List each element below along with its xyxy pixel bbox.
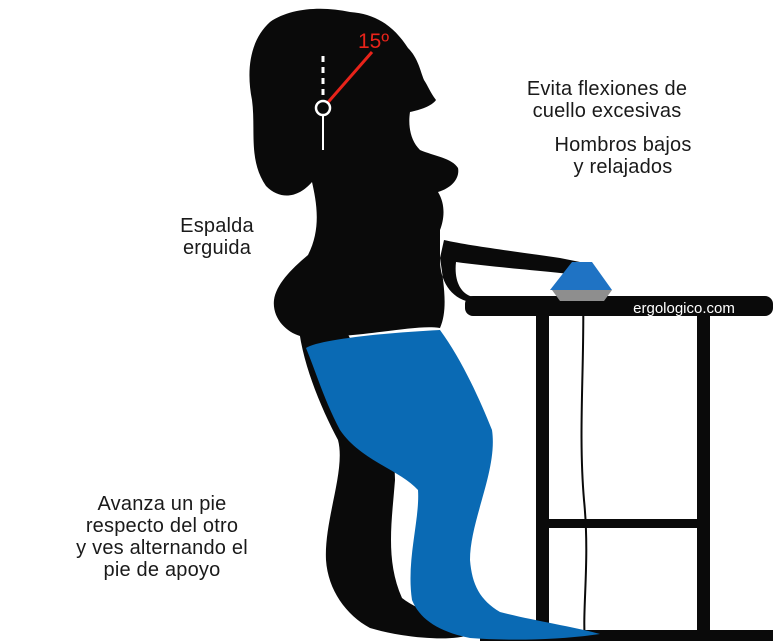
shoulders-annotation: Hombros bajos y relajados [478,134,768,178]
feet-annotation: Avanza un pie respecto del otro y ves al… [0,493,324,581]
desk-crossbar [536,519,710,528]
feet-annotation-line-4: pie de apoyo [0,559,324,581]
pivot-circle [316,101,330,115]
angle-label: 15º [358,31,389,53]
shoulders-annotation-line-1: Hombros bajos [478,134,768,156]
desk-leg-left [536,312,549,641]
watermark-text: ergologico.com [596,300,772,318]
neck-annotation-line-1: Evita flexiones de [462,78,752,100]
standing-desk [465,286,773,641]
neck-annotation-line-2: cuello excesivas [462,100,752,122]
back-annotation-line-2: erguida [152,237,282,259]
shoulders-annotation-line-2: y relajados [478,156,768,178]
feet-annotation-line-2: respecto del otro [0,515,324,537]
feet-annotation-line-3: y ves alternando el [0,537,324,559]
mouse-cable [582,286,587,641]
back-annotation: Espalda erguida [152,215,282,259]
neck-annotation: Evita flexiones de cuello excesivas [462,78,752,122]
desk-leg-right [697,312,710,641]
back-annotation-line-1: Espalda [152,215,282,237]
feet-annotation-line-1: Avanza un pie [0,493,324,515]
